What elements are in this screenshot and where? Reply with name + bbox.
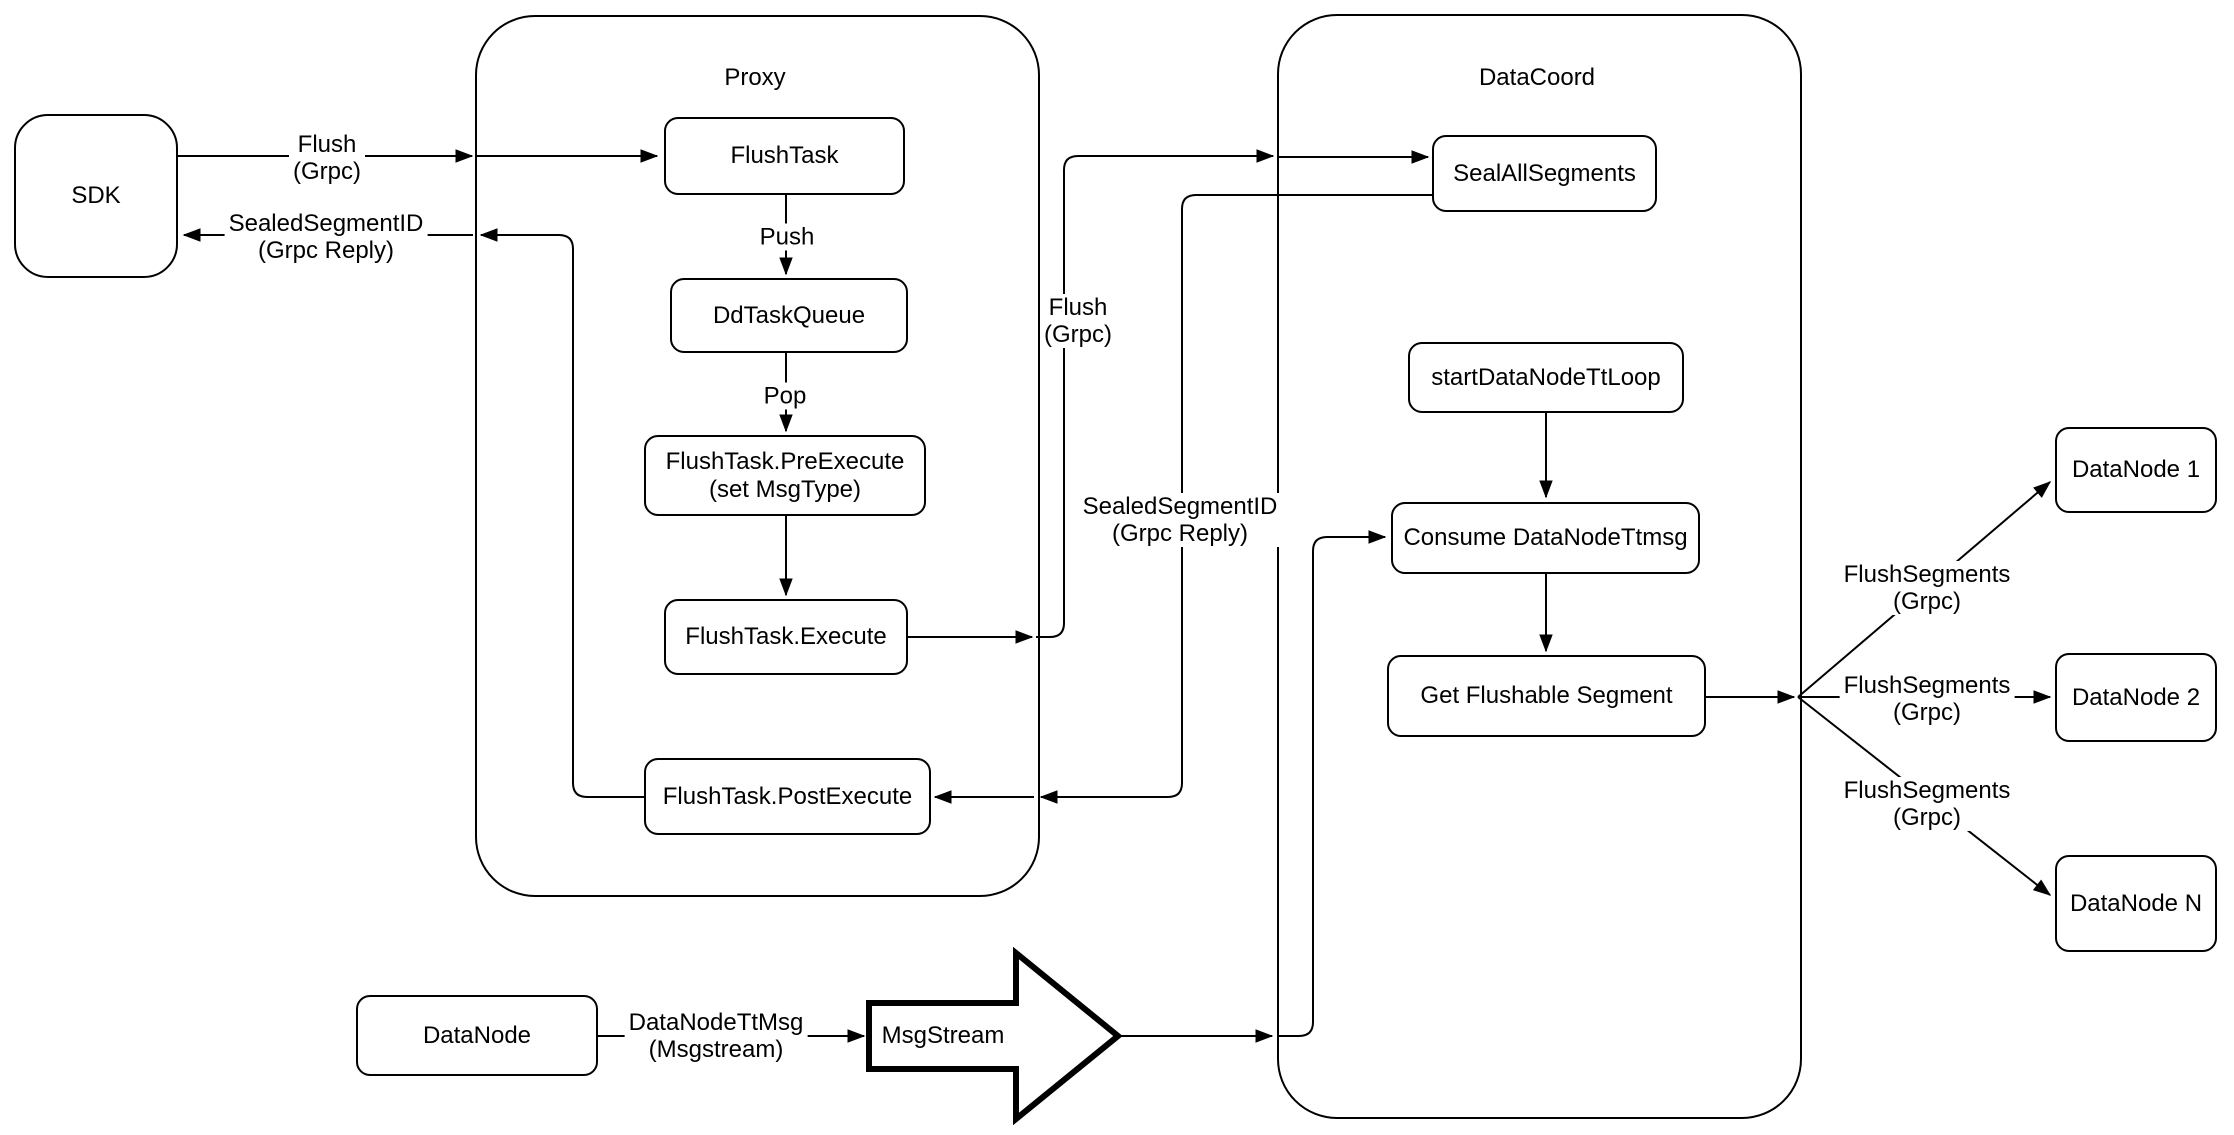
edge-label-datanode-ttmsg-line1: DataNodeTtMsg [628,1009,804,1036]
edge-label-flush-segments-3-line2: (Grpc) [1893,804,1961,831]
edge-label-datanode-ttmsg: DataNodeTtMsg (Msgstream) [624,1009,808,1063]
node-sdk-label: SDK [71,182,121,209]
edge-label-pop-line1: Pop [763,382,807,410]
edge-label-sealed-sdk: SealedSegmentID (Grpc Reply) [224,210,428,264]
edge-label-flush-segments-3: FlushSegments (Grpc) [1839,777,2015,831]
node-get-flushable-segment-label: Get Flushable Segment [1420,682,1673,709]
edge-label-flush-sdk: Flush (Grpc) [289,131,365,185]
node-dd-task-queue: DdTaskQueue [670,278,908,353]
node-flush-task: FlushTask [664,117,905,195]
node-post-execute: FlushTask.PostExecute [644,758,931,835]
node-data-node-2: DataNode 2 [2055,653,2217,742]
node-dd-task-queue-label: DdTaskQueue [712,301,866,329]
proxy-container [475,15,1040,897]
node-sdk: SDK [14,114,178,278]
edge-label-flush-segments-2-line1: FlushSegments [1843,672,2011,699]
node-data-node-1-label: DataNode 1 [2071,456,2201,483]
node-consume-data-node-ttmsg: Consume DataNodeTtmsg [1391,502,1700,574]
edge-label-flush-segments-1: FlushSegments (Grpc) [1839,561,2015,615]
edge-label-sealed-mid-line1: SealedSegmentID [1082,493,1278,520]
edge-label-flush-mid: Flush (Grpc) [1040,294,1116,348]
node-execute: FlushTask.Execute [664,599,908,675]
datacoord-title: DataCoord [1478,64,1596,91]
node-post-execute-label: FlushTask.PostExecute [662,782,913,810]
node-data-node-2-label: DataNode 2 [2071,683,2201,711]
edge-label-flush-sdk-line2: (Grpc) [293,158,361,185]
edge-label-flush-segments-2: FlushSegments (Grpc) [1839,672,2015,726]
edge-label-sealed-sdk-line1: SealedSegmentID [228,210,424,237]
node-data-node-1: DataNode 1 [2055,427,2217,513]
node-data-node-n: DataNode N [2055,855,2217,952]
msgstream-label-text: MsgStream [881,1022,1005,1049]
node-start-data-node-tt-loop: startDataNodeTtLoop [1408,342,1684,413]
node-start-data-node-tt-loop-label: startDataNodeTtLoop [1431,363,1661,391]
node-pre-execute-label: FlushTask.PreExecute [665,447,905,475]
datacoord-container [1277,14,1802,1119]
msgstream-label: MsgStream [882,1022,1005,1050]
edge-label-push-line1: Push [759,223,815,251]
node-execute-label: FlushTask.Execute [685,623,887,650]
node-pre-execute: FlushTask.PreExecute (set MsgType) [644,435,926,516]
edge-label-sealed-mid: SealedSegmentID (Grpc Reply) [1078,493,1282,547]
edge-label-sealed-mid-line2: (Grpc Reply) [1111,520,1249,547]
edge-label-flush-sdk-line1: Flush [297,131,357,158]
proxy-title: Proxy [724,64,786,91]
edge-label-datanode-ttmsg-line2: (Msgstream) [648,1036,784,1063]
node-seal-all-segments-label: SealAllSegments [1453,159,1636,187]
msgstream-block-arrow [866,946,1123,1126]
edge-label-flush-mid-line1: Flush [1048,294,1108,321]
edge-label-flush-segments-2-line2: (Grpc) [1893,699,1961,726]
node-consume-data-node-ttmsg-label: Consume DataNodeTtmsg [1403,524,1688,551]
node-data-node: DataNode [356,995,598,1076]
edge-label-pop: Pop [759,382,811,410]
node-data-node-label: DataNode [422,1021,532,1049]
node-seal-all-segments: SealAllSegments [1432,135,1657,212]
edge-label-sealed-sdk-line2: (Grpc Reply) [257,237,395,264]
node-data-node-n-label: DataNode N [2069,889,2203,917]
node-flush-task-label: FlushTask [730,142,839,169]
node-pre-execute-sublabel: (set MsgType) [708,475,862,503]
edge-label-flush-mid-line2: (Grpc) [1044,321,1112,348]
edge-datacoord-to-consume [1279,530,1387,1037]
edge-label-flush-segments-1-line2: (Grpc) [1893,588,1961,615]
edge-flush-grpc-up [1036,149,1275,638]
edge-label-push: Push [755,223,819,251]
edge-label-flush-segments-1-line1: FlushSegments [1843,561,2011,588]
node-get-flushable-segment: Get Flushable Segment [1387,655,1706,737]
edge-postexecute-to-proxy-edge [479,228,644,798]
edge-label-flush-segments-3-line1: FlushSegments [1843,777,2011,804]
